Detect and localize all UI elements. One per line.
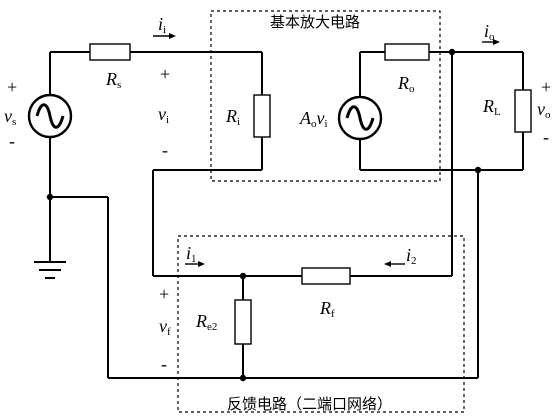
label-rf: Rf bbox=[319, 298, 335, 320]
sign-vf-plus: + bbox=[159, 284, 169, 304]
junction-dot bbox=[474, 166, 482, 174]
feedback-network-title: 反馈电路（二端口网络） bbox=[227, 395, 392, 413]
label-rs: Rs bbox=[105, 69, 121, 91]
label-vf: vf bbox=[159, 316, 171, 338]
resistor-re2 bbox=[234, 299, 252, 345]
resistor-ro bbox=[384, 43, 430, 61]
sign-vo-plus: + bbox=[541, 77, 551, 97]
resistor-rl bbox=[514, 89, 532, 133]
label-vo: vo bbox=[537, 99, 551, 121]
label-ri: Ri bbox=[225, 106, 240, 128]
junction-dot bbox=[239, 272, 247, 280]
label-re2: Re2 bbox=[195, 311, 217, 333]
basic-amplifier-title: 基本放大电路 bbox=[270, 13, 360, 31]
junction-dot bbox=[46, 193, 54, 201]
label-rl: RL bbox=[482, 96, 501, 118]
label-vi: vi bbox=[158, 104, 169, 126]
resistor-rf bbox=[301, 267, 351, 285]
sign-vs-plus: + bbox=[7, 77, 17, 97]
sign-vs-minus: - bbox=[9, 131, 15, 151]
label-aovi: Aovi bbox=[299, 108, 328, 130]
junction-dot bbox=[239, 374, 247, 382]
ac-source-vs-icon bbox=[27, 93, 73, 139]
sign-vf-minus: - bbox=[161, 354, 167, 374]
label-ro: Ro bbox=[397, 73, 415, 95]
controlled-source-icon bbox=[337, 95, 383, 141]
junction-dot bbox=[448, 48, 456, 56]
label-io: io bbox=[484, 21, 495, 43]
sign-vi-minus: - bbox=[162, 140, 168, 160]
label-ii: ii bbox=[158, 14, 166, 36]
label-i2: i2 bbox=[406, 245, 417, 267]
label-vs: vs bbox=[4, 106, 16, 128]
feedback-network-box bbox=[177, 235, 465, 413]
label-i1: i1 bbox=[186, 243, 197, 265]
basic-amplifier-box bbox=[210, 10, 441, 182]
sign-vi-plus: + bbox=[160, 64, 170, 84]
sign-vo-minus: - bbox=[543, 127, 549, 147]
resistor-rs bbox=[89, 43, 131, 61]
resistor-ri bbox=[253, 94, 271, 138]
